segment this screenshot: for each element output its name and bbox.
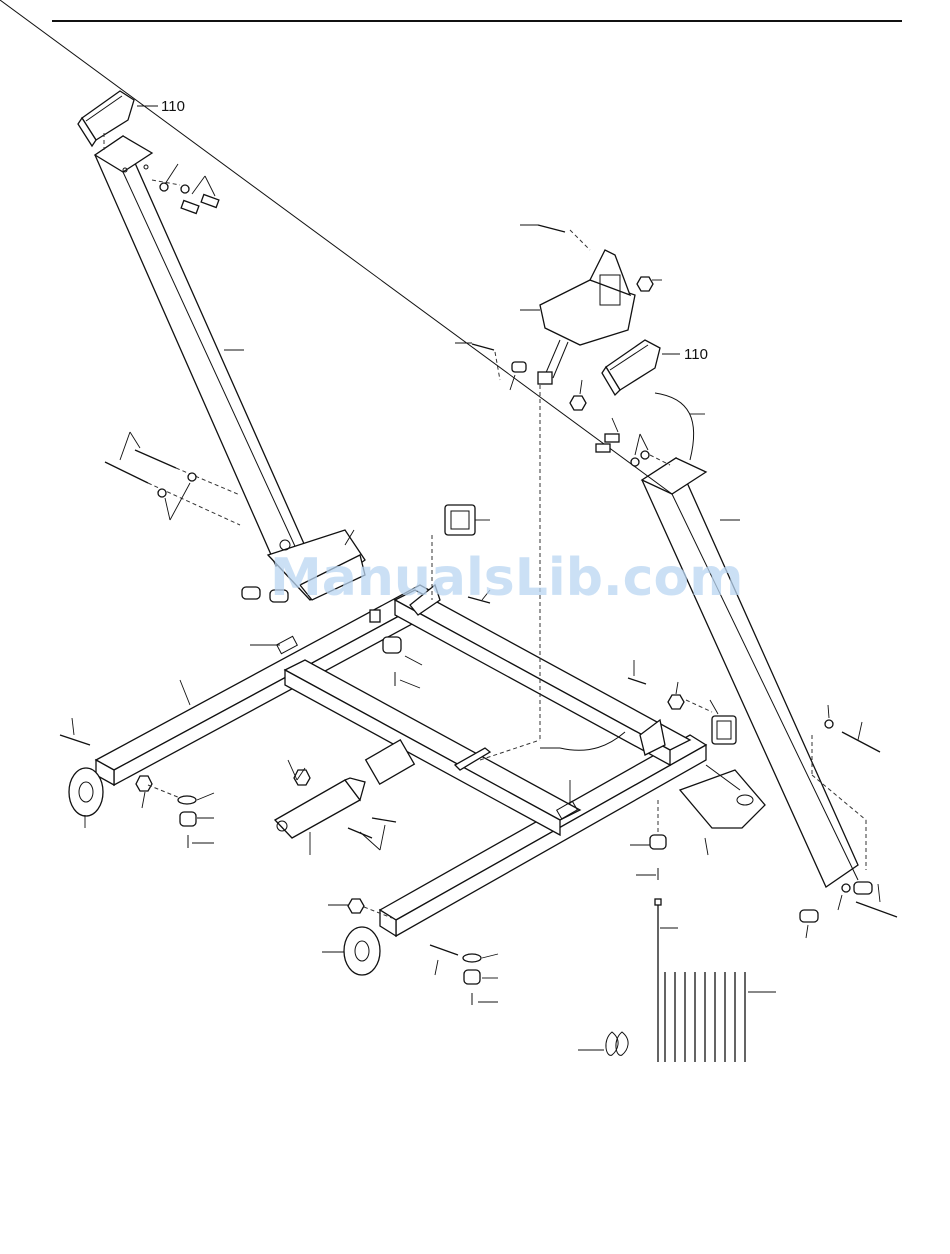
center-wire — [540, 732, 625, 750]
cable-ties — [655, 899, 776, 1062]
wire-clips — [578, 1032, 628, 1055]
callout-leader — [180, 680, 190, 705]
upright-top-screws — [152, 164, 219, 213]
left-long-bolts — [105, 432, 240, 525]
wire-harness — [655, 393, 705, 460]
right-upright-bracket-110 — [602, 340, 660, 395]
watermark: ManualsLib.com — [270, 548, 743, 608]
callout-110-right: 110 — [684, 346, 708, 363]
callout-110-left: 110 — [161, 98, 185, 115]
rear-end-cap — [680, 765, 765, 855]
right-upright-top-screws — [596, 418, 670, 466]
base-frame — [96, 585, 706, 936]
right-leveler — [630, 800, 666, 880]
